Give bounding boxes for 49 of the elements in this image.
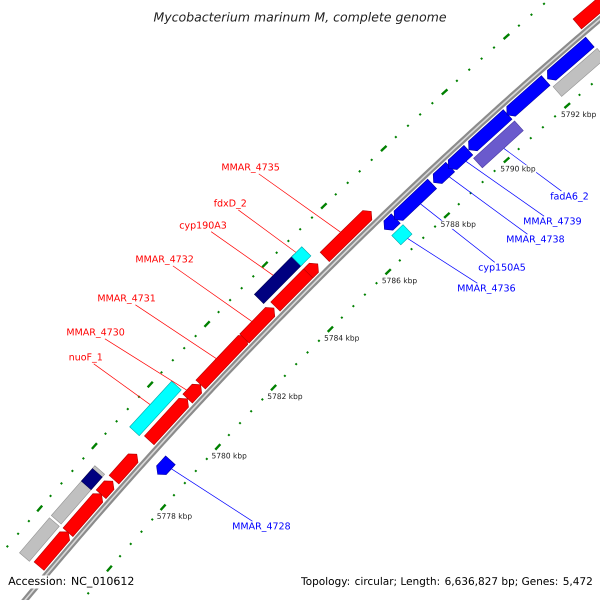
accession-text: Accession: NC_010612 — [7, 576, 136, 588]
gene-feature — [320, 210, 372, 262]
leader-line — [171, 468, 253, 522]
genome-summary-text: Topology: circular; Length: 6,636,827 bp; Genes: 5,472 — [300, 576, 594, 588]
leader-line — [258, 174, 341, 232]
gene-feature — [468, 109, 512, 152]
gene-label: MMAR_4736 — [458, 284, 516, 294]
gene-feature — [394, 178, 437, 221]
gene-block — [391, 224, 412, 246]
title: Mycobacterium marinum M, complete genome — [154, 12, 446, 24]
gene-label: MMAR_4739 — [524, 217, 581, 227]
gene-feature — [432, 162, 456, 184]
gene-feature — [303, 262, 319, 278]
gene-label: cyp190A3 — [180, 221, 226, 231]
gene-label: nuoF_1 — [70, 353, 102, 363]
gene-feature — [156, 455, 176, 475]
leader-line — [210, 231, 274, 276]
leader-line — [93, 363, 150, 405]
gene-label: MMAR_4738 — [507, 235, 564, 245]
gene-feature — [547, 36, 595, 81]
gene-feature — [144, 398, 189, 446]
gene-feature — [62, 493, 104, 537]
gene-label: fdxD_2 — [214, 199, 246, 209]
gene-label: MMAR_4735 — [222, 163, 279, 173]
gene-feature — [34, 532, 70, 571]
gene-label: MMAR_4728 — [233, 522, 290, 532]
gene-feature — [196, 335, 248, 390]
leader-line — [104, 338, 187, 390]
gene-feature — [384, 213, 401, 231]
leader-line — [135, 304, 216, 359]
gene-label: MMAR_4730 — [67, 328, 124, 338]
gene-feature — [572, 0, 600, 30]
gene-feature — [448, 145, 474, 170]
leader-line — [449, 176, 528, 234]
gene-feature — [239, 307, 276, 344]
leader-line — [172, 266, 252, 322]
gene-label: cyp150A5 — [478, 263, 525, 273]
leader-line — [238, 210, 296, 253]
gene-block — [254, 254, 304, 304]
gene-block — [291, 246, 312, 266]
gene-label: MMAR_4731 — [98, 294, 155, 304]
gene-label: fadA6_2 — [550, 192, 588, 202]
leader-line — [466, 161, 544, 216]
gene-feature — [506, 75, 550, 116]
gene-feature — [96, 480, 114, 500]
gene-feature — [108, 454, 138, 484]
gene-label: MMAR_4732 — [136, 255, 193, 265]
gene-block — [129, 380, 182, 436]
leader-line — [407, 238, 478, 284]
